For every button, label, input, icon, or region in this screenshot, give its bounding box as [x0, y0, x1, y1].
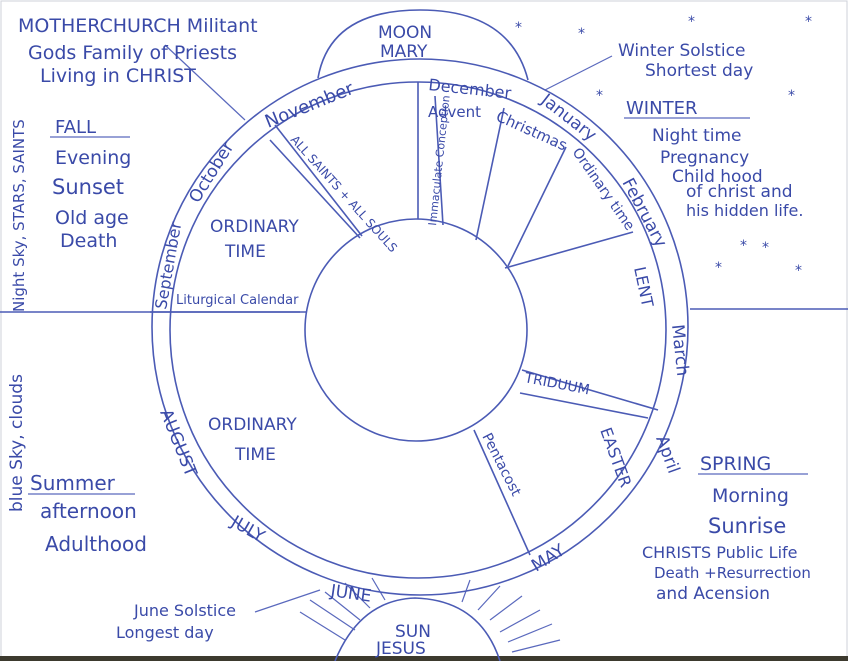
svg-text:*: *: [740, 238, 747, 254]
winter-solstice-line-1: Winter Solstice: [618, 41, 745, 61]
summer-title: Summer: [30, 471, 116, 495]
fall-line-2: Sunset: [52, 175, 124, 199]
sun-title: SUN: [395, 622, 431, 642]
wheel-spokes: [150, 82, 659, 556]
svg-text:*: *: [596, 88, 603, 104]
fall-line-3: Old age: [55, 207, 129, 229]
svg-text:*: *: [578, 26, 585, 42]
spring-line-4: Death +Resurrection: [654, 564, 811, 582]
summer-line-2: Adulthood: [45, 532, 147, 556]
ordinary-time-summer-line-2: TIME: [234, 445, 276, 465]
svg-text:*: *: [515, 20, 522, 36]
winter-solstice-line-2: Shortest day: [645, 61, 753, 81]
spring-line-3: CHRISTS Public Life: [642, 543, 797, 562]
june-solstice-line-1: June Solstice: [133, 601, 236, 620]
ordinary-time-summer-line-1: ORDINARY: [208, 415, 297, 435]
season-advent: Advent: [428, 103, 481, 121]
moon-subtitle: MARY: [380, 42, 428, 62]
winter-title: WINTER: [626, 98, 697, 119]
june-solstice-line-2: Longest day: [116, 623, 214, 642]
spring-line-2: Sunrise: [708, 514, 786, 538]
ordinary-time-fall-line-1: ORDINARY: [210, 217, 299, 237]
vertical-night-sky: Night Sky, STARS, SAINTS: [10, 119, 28, 312]
winter-line-5: his hidden life.: [686, 201, 803, 220]
stars: * * * * * * * * * *: [515, 14, 812, 279]
church-line-3: Living in CHRIST: [40, 65, 196, 87]
vertical-blue-sky: blue Sky, clouds: [7, 374, 27, 512]
moon-dome: [317, 9, 529, 81]
pointer-winter-solstice: [544, 55, 613, 91]
fall-line-1: Evening: [55, 147, 131, 169]
pointer-church: [164, 44, 246, 121]
bottom-edge: [0, 656, 848, 661]
sun-dome: [334, 597, 501, 661]
spring-line-1: Morning: [712, 485, 789, 507]
pointer-june-solstice: [254, 589, 321, 613]
svg-text:*: *: [762, 240, 769, 256]
spring-title: SPRING: [700, 453, 771, 475]
outer-ring: [151, 58, 689, 596]
winter-line-3: Child hood: [672, 167, 763, 187]
winter-line-1: Night time: [652, 126, 741, 146]
svg-text:*: *: [715, 260, 722, 276]
church-line-1: MOTHERCHURCH Militant: [18, 15, 258, 37]
svg-text:*: *: [805, 14, 812, 30]
svg-text:*: *: [688, 14, 695, 30]
sun-rays: [299, 577, 561, 653]
fall-line-4: Death: [60, 230, 117, 252]
ordinary-time-fall-line-2: TIME: [224, 242, 266, 262]
sun-subtitle: JESUS: [375, 639, 426, 659]
svg-text:*: *: [795, 263, 802, 279]
season-liturgical-calendar: Liturgical Calendar: [176, 293, 299, 308]
winter-line-2: Pregnancy: [660, 148, 749, 168]
fall-title: FALL: [55, 117, 96, 138]
center-circle: [304, 218, 528, 442]
winter-line-4: of christ and: [686, 182, 793, 202]
summer-line-1: afternoon: [40, 499, 137, 523]
svg-text:*: *: [788, 88, 795, 104]
spring-line-5: and Acension: [656, 584, 770, 604]
moon-title: MOON: [378, 23, 432, 43]
church-line-2: Gods Family of Priests: [28, 42, 237, 64]
